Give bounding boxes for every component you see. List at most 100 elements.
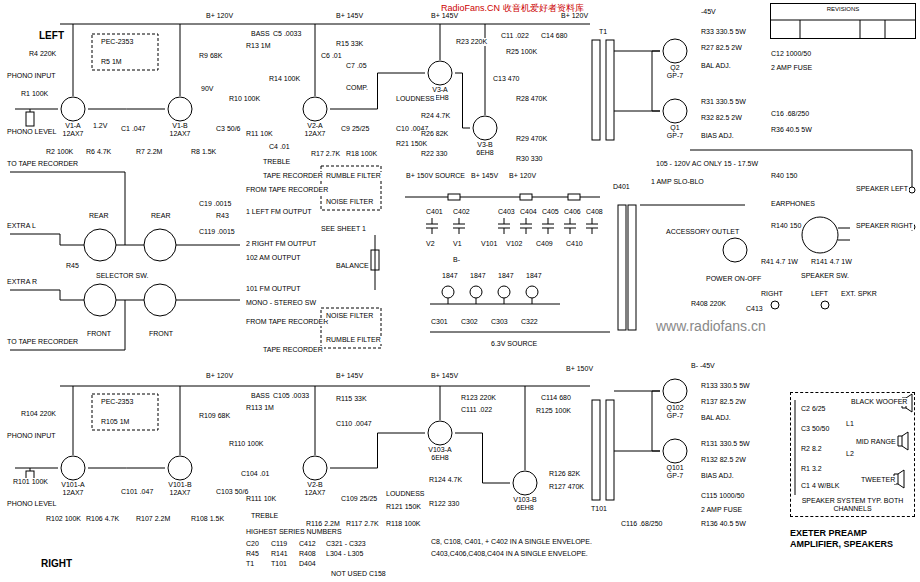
component-label: C3 50/6 bbox=[215, 125, 242, 133]
component-label: BIAS ADJ. bbox=[700, 132, 735, 140]
component-label: 101 FM OUTPUT bbox=[245, 285, 301, 293]
node-text: SPEAKER SYSTEM TYP. BOTH CHANNELS bbox=[794, 497, 911, 513]
component-label: 1847 bbox=[525, 272, 543, 280]
component-label: C1 .047 bbox=[120, 125, 147, 133]
component-label: BALANCE bbox=[335, 262, 370, 270]
component-label: C406 bbox=[563, 208, 582, 216]
component-label: HIGHEST SERIES NUMBERS bbox=[245, 528, 343, 536]
component-label: 90V bbox=[200, 85, 214, 93]
component-label: TO TAPE RECORDER bbox=[6, 160, 79, 168]
component-label: 105 - 120V AC ONLY 15 - 17.5W bbox=[655, 160, 759, 168]
transistor-body bbox=[660, 98, 690, 124]
component-label: V102 bbox=[505, 240, 523, 248]
symbol-outline bbox=[61, 97, 85, 121]
channel-label: RIGHT bbox=[40, 558, 73, 570]
component-label: C119 bbox=[270, 540, 288, 548]
component-label: 2 AMP FUSE bbox=[770, 64, 813, 72]
component-label: PHONO INPUT bbox=[6, 72, 57, 80]
component-label: BAL ADJ. bbox=[700, 414, 732, 422]
component-label: LOUDNESS bbox=[385, 490, 426, 498]
component-label: R108 1.5K bbox=[190, 515, 225, 523]
channel-label: LEFT bbox=[38, 30, 65, 42]
component-label: BASS bbox=[250, 392, 271, 400]
transistor-body bbox=[660, 378, 690, 404]
component-label: T101 bbox=[590, 505, 608, 513]
component-label: C413 bbox=[745, 305, 764, 313]
component-label: R17 2.7K bbox=[310, 150, 341, 158]
component-label: R106 4.7K bbox=[85, 515, 120, 523]
component-label: COMP. bbox=[345, 84, 369, 92]
component-label: B+ 145V bbox=[430, 12, 459, 20]
component-label: R118 100K bbox=[385, 520, 422, 528]
component-label: NOISE FILTER bbox=[325, 312, 374, 320]
component-label: C409 bbox=[535, 240, 554, 248]
component-label: R7 2.2M bbox=[135, 148, 163, 156]
component-label: BIAS ADJ. bbox=[700, 472, 735, 480]
component-label: TO TAPE RECORDER bbox=[6, 338, 79, 346]
component-label: B+ 145V bbox=[335, 12, 364, 20]
component-label: C410 bbox=[565, 240, 584, 248]
component-label: R123 220K bbox=[460, 394, 497, 402]
component-label: B+ 120V bbox=[205, 372, 234, 380]
node-text: V103-A bbox=[427, 446, 452, 454]
component-label: R43 bbox=[215, 212, 230, 220]
component-label: 1.2V bbox=[92, 122, 108, 130]
node-text: Q2 bbox=[669, 64, 680, 72]
transistor-symbol: Q101GP-7 bbox=[660, 438, 690, 480]
component-label: PEC-2353 bbox=[100, 398, 134, 406]
component-label: R113 1M bbox=[245, 404, 275, 412]
symbol-outline bbox=[61, 456, 85, 480]
component-label: V101 bbox=[480, 240, 498, 248]
component-label: FRONT bbox=[148, 330, 174, 338]
component-label: SPEAKER LEFT bbox=[855, 185, 909, 193]
transistor-symbol: Q2GP-7 bbox=[660, 38, 690, 80]
node-text: V101-B bbox=[167, 481, 192, 489]
component-label: R28 470K bbox=[515, 95, 548, 103]
node-text: V1-A bbox=[64, 122, 82, 130]
component-label: C401 bbox=[425, 208, 444, 216]
tube-envelope bbox=[470, 115, 500, 141]
node-text: 6EH8 bbox=[430, 454, 450, 462]
component-label: L2 bbox=[845, 450, 855, 458]
component-label: R41 4.7 1W bbox=[760, 258, 799, 266]
symbol-outline bbox=[663, 379, 687, 403]
component-label: R5 1M bbox=[100, 58, 123, 66]
component-label: R117 2.7K bbox=[345, 520, 380, 528]
component-label: REAR bbox=[88, 212, 109, 220]
symbol-outline bbox=[473, 116, 497, 140]
component-label: R33 330.5 5W bbox=[700, 28, 747, 36]
component-label: MONO - STEREO SW bbox=[245, 299, 317, 307]
component-label: C14 680 bbox=[540, 32, 568, 40]
signal-wire bbox=[88, 109, 165, 110]
component-label: C111 .022 bbox=[460, 406, 493, 414]
symbol-outline bbox=[303, 97, 327, 121]
component-label: C7 .05 bbox=[345, 62, 368, 70]
component-label: R29 470K bbox=[515, 135, 548, 143]
component-label: R136 40.5 5W bbox=[700, 520, 747, 528]
node-text: 6EH8 bbox=[515, 504, 535, 512]
node-text: 12AX7 bbox=[303, 489, 326, 497]
tube-symbol: V3-B6EH8 bbox=[470, 115, 500, 157]
component-label: R140 150 bbox=[770, 222, 802, 230]
component-label: R45 bbox=[65, 262, 80, 270]
component-label: R101 100K bbox=[12, 478, 49, 486]
tube-symbol: V103-A6EH8 bbox=[425, 420, 455, 462]
component-label: R141 4.7 1W bbox=[810, 258, 853, 266]
component-label: R105 1M bbox=[100, 418, 130, 426]
component-label: FROM TAPE RECORDER bbox=[245, 318, 329, 326]
component-label: R45 bbox=[245, 550, 260, 558]
component-label: PHONO LEVEL bbox=[6, 500, 57, 508]
component-label: C303 bbox=[490, 318, 509, 326]
component-label: R124 4.7K bbox=[428, 476, 463, 484]
component-label: R14 100K bbox=[268, 75, 301, 83]
signal-wire bbox=[652, 51, 660, 111]
transistor-symbol: Q102GP-7 bbox=[660, 378, 690, 420]
node-text: 12AX7 bbox=[303, 130, 326, 138]
component-label: C4 .01 bbox=[268, 143, 291, 151]
component-label: C301 bbox=[430, 318, 449, 326]
component-label: EXTRA R bbox=[6, 278, 38, 286]
component-label: R141 bbox=[270, 550, 289, 558]
component-label: B+ 145V bbox=[335, 372, 364, 380]
component-label: EARPHONES bbox=[770, 200, 816, 208]
component-label: C302 bbox=[460, 318, 479, 326]
